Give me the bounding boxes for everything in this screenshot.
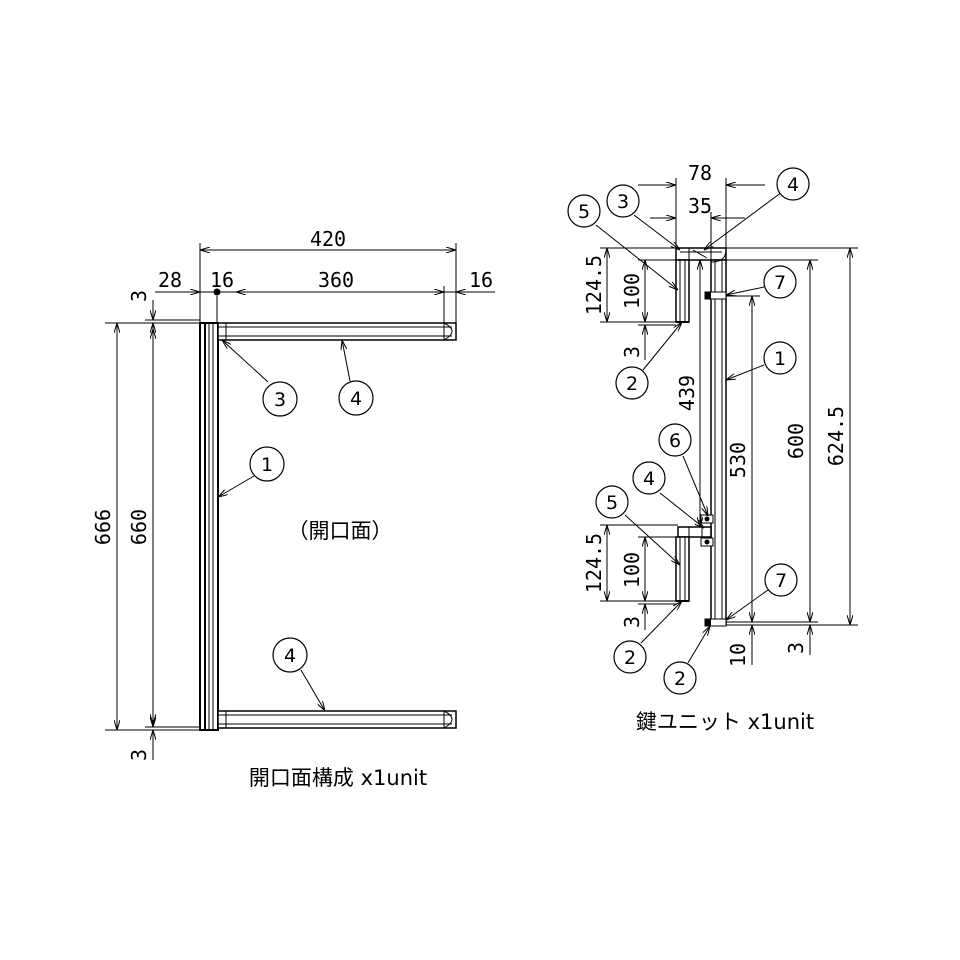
balloon-4-top-right: 4 [704, 167, 810, 250]
upper-lock-part [704, 291, 727, 300]
dim-16-right-label: 16 [469, 268, 493, 292]
balloon-4-mid-label: 4 [643, 468, 655, 490]
balloon-4-bottom-label: 4 [284, 645, 296, 667]
opening-face-label: （開口面） [288, 519, 393, 543]
upper-short-post [675, 259, 690, 323]
main-post [710, 249, 727, 626]
balloon-7-bottom: 7 [726, 563, 798, 620]
balloon-4-mid: 4 [632, 461, 704, 528]
dim-35-label: 35 [688, 194, 712, 218]
dim-600-label: 600 [784, 423, 808, 459]
key-unit-caption: 鍵ユニット x1unit [636, 710, 814, 734]
balloon-6: 6 [658, 423, 708, 516]
balloon-2-lower-label: 2 [624, 647, 636, 669]
frame-post-1 [199, 288, 221, 731]
balloon-3-left: 3 [222, 340, 298, 417]
dim-lower-3-label: 3 [620, 616, 644, 628]
balloon-5-top-label: 5 [578, 201, 590, 223]
dim-660-label: 660 [127, 509, 151, 545]
opening-face-view: 420 28 16 360 16 666 660 [91, 227, 495, 790]
dim-right: 530 600 624.5 10 3 [726, 247, 858, 667]
bottom-rail-4 [217, 710, 457, 729]
dim-lower-left: 124.5 100 3 [582, 524, 678, 630]
balloon-4-bottom: 4 [272, 637, 325, 711]
balloon-2-bottom: 2 [663, 626, 710, 695]
dim-upper-left: 124.5 100 3 [582, 247, 676, 360]
dim-78-35: 78 35 [638, 161, 765, 248]
lower-lock-part [704, 618, 727, 627]
balloon-1-left: 1 [218, 446, 285, 497]
balloon-3-right-label: 3 [617, 191, 629, 213]
balloon-1-right-label: 1 [774, 348, 786, 370]
balloon-7-top: 7 [726, 265, 797, 299]
balloon-3-label: 3 [274, 389, 286, 411]
dim-lower-124-5-label: 124.5 [582, 533, 606, 593]
balloon-4-top-right-label: 4 [787, 174, 799, 196]
balloon-4-top-label: 4 [350, 388, 362, 410]
dim-vertical-left: 666 660 3 3 [91, 290, 200, 761]
dim-360-label: 360 [318, 268, 354, 292]
dim-top-3-label: 3 [127, 290, 151, 302]
dim-420: 420 [199, 227, 457, 323]
balloon-5-mid-label: 5 [606, 492, 618, 514]
balloon-5-top: 5 [567, 194, 678, 290]
dim-439: 439 [675, 260, 700, 527]
balloon-3-right: 3 [606, 184, 680, 250]
dim-upper-3-label: 3 [620, 346, 644, 358]
key-unit-view: 78 35 124.5 100 3 439 [567, 161, 858, 734]
dim-row-28-16-360-16: 28 16 360 16 [155, 268, 495, 323]
lower-short-post [675, 536, 690, 602]
dim-upper-100-label: 100 [620, 273, 644, 309]
dim-439-label: 439 [675, 375, 699, 411]
dim-624-5-label: 624.5 [824, 406, 848, 466]
dim-bottom-3-right-label: 3 [784, 642, 808, 654]
balloon-2-bottom-label: 2 [674, 668, 686, 690]
dim-420-label: 420 [310, 227, 346, 251]
balloon-1-right: 1 [726, 341, 797, 380]
dim-10-label: 10 [726, 643, 750, 667]
balloon-7-bottom-label: 7 [775, 570, 787, 592]
balloon-6-label: 6 [669, 430, 681, 452]
dim-28-label: 28 [158, 268, 182, 292]
dim-530-label: 530 [726, 442, 750, 478]
dim-upper-124-5-label: 124.5 [582, 255, 606, 315]
balloon-2-upper-label: 2 [626, 373, 638, 395]
balloon-2-upper: 2 [615, 322, 682, 400]
dim-16-left-label: 16 [210, 268, 234, 292]
top-bracket [675, 247, 727, 261]
balloon-2-lower: 2 [613, 601, 682, 674]
opening-face-caption: 開口面構成 x1unit [249, 766, 427, 790]
dim-666-label: 666 [91, 509, 115, 545]
balloon-5-mid: 5 [595, 485, 680, 565]
dim-bottom-3-label: 3 [127, 749, 151, 761]
dim-lower-100-label: 100 [620, 552, 644, 588]
top-rail-4 [217, 322, 457, 341]
balloon-1-label: 1 [261, 454, 273, 476]
balloon-4-top: 4 [338, 340, 374, 416]
balloon-7-top-label: 7 [774, 272, 786, 294]
dim-78-label: 78 [688, 161, 712, 185]
